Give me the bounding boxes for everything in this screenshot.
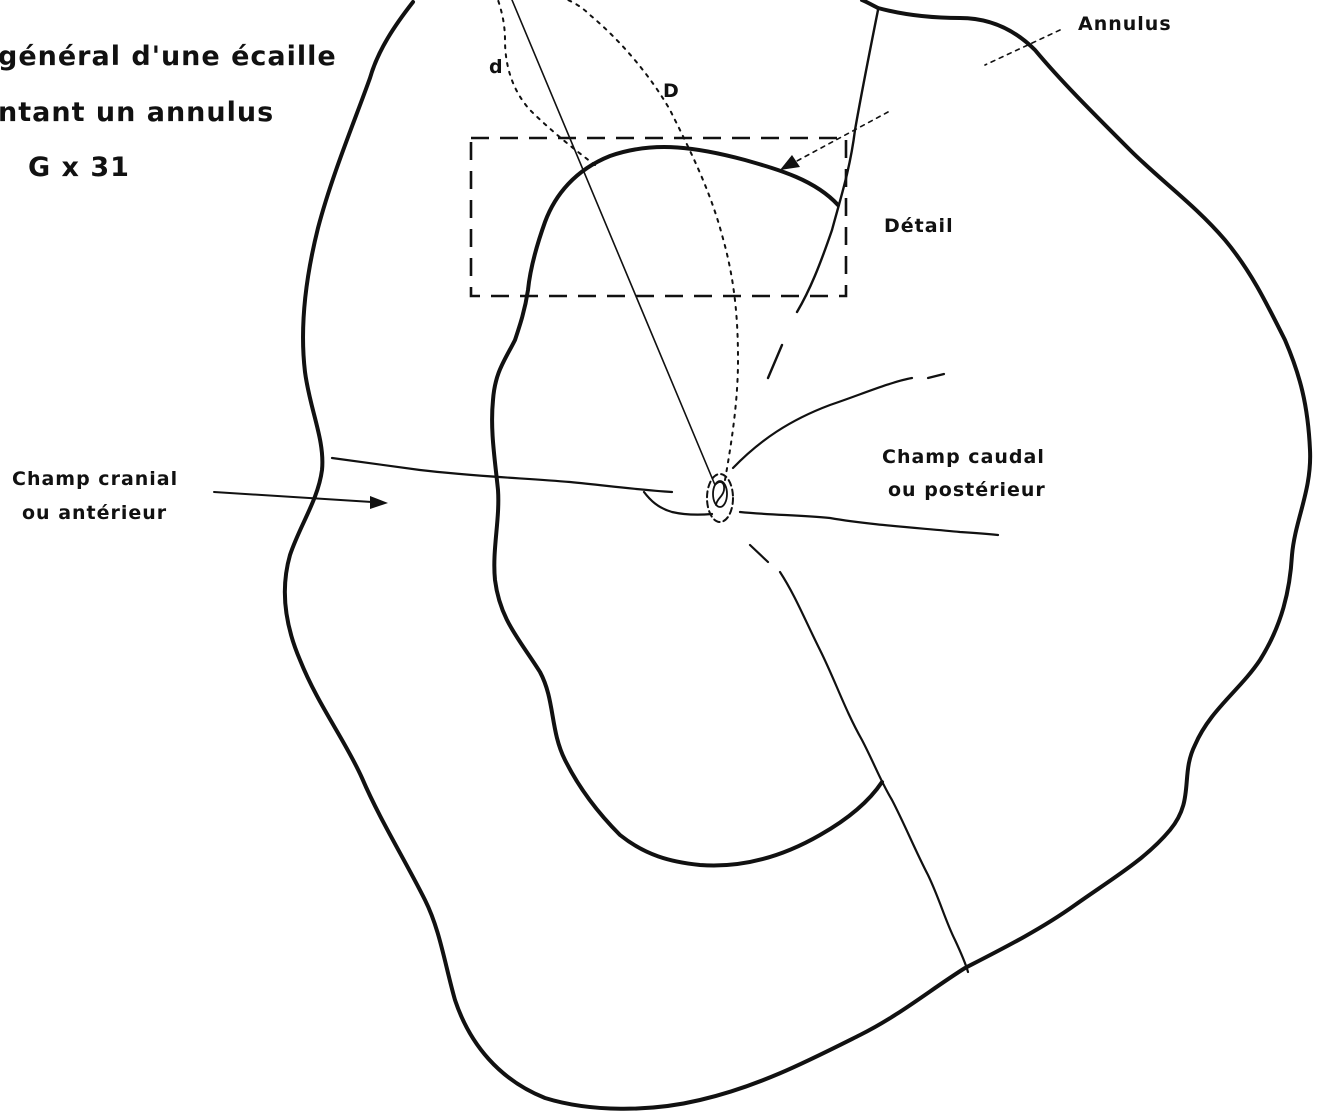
- radius-caudal-lower: [740, 512, 998, 535]
- cranial-label-line2: ou antérieur: [22, 502, 167, 524]
- title-magnification: G x 31: [28, 152, 130, 183]
- measurement-radius-line: [512, 0, 715, 485]
- title-line2: ntant un annulus: [0, 97, 274, 128]
- radius-lower-dash: [750, 545, 768, 562]
- caudal-label-line2: ou postérieur: [888, 479, 1046, 501]
- arrow-cranial: [214, 492, 388, 509]
- small-radius-label: d: [489, 56, 504, 78]
- arrow-annulus: [780, 30, 1060, 170]
- arc-D: [568, 0, 738, 480]
- radius-caudal-upper-dash: [928, 374, 944, 378]
- annulus-label: Annulus: [1078, 13, 1172, 35]
- caudal-label-line1: Champ caudal: [882, 446, 1045, 468]
- title-line1: général d'une écaille: [0, 41, 337, 72]
- radius-upper-right: [797, 10, 878, 312]
- cranial-label-line1: Champ cranial: [12, 468, 178, 490]
- radius-cranial-hook: [644, 492, 712, 515]
- scale-top-edge: [862, 0, 878, 8]
- radius-lower: [780, 572, 968, 972]
- scale-outer-outline: [285, 2, 1310, 1109]
- radius-cranial: [332, 458, 672, 492]
- radius-upper-right-dash: [768, 345, 782, 378]
- detail-label: Détail: [884, 215, 954, 237]
- large-radius-label: D: [663, 80, 680, 102]
- focus-nucleus: [707, 474, 733, 522]
